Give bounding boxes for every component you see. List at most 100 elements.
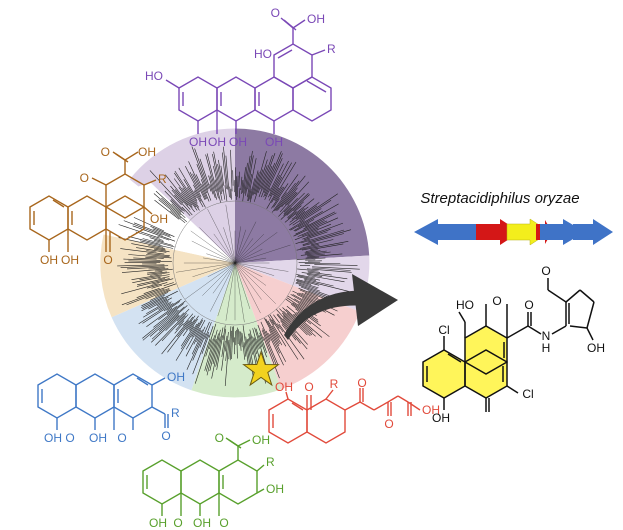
tree-branch	[234, 226, 241, 264]
tree-branch	[191, 240, 236, 264]
tree-branch	[190, 230, 236, 264]
tree-branch	[299, 289, 319, 298]
phylogenetic-tree	[100, 128, 370, 398]
tree-branch	[212, 329, 221, 365]
tree-branch	[158, 199, 182, 219]
tree-branch	[146, 254, 170, 258]
tree-branch	[174, 189, 189, 206]
tree-branch	[164, 190, 185, 212]
tree-branch	[189, 171, 201, 193]
tree-branch	[308, 275, 345, 283]
star-marker	[242, 350, 280, 387]
tree-branch	[300, 251, 331, 256]
tree-branch	[182, 313, 194, 326]
tree-branch	[200, 179, 208, 194]
tree-branch	[234, 257, 267, 264]
tree-branch	[166, 300, 186, 316]
tree-branch	[248, 333, 253, 355]
tree-branch	[285, 298, 319, 323]
tree-branch	[264, 318, 280, 347]
tree-branch	[217, 164, 223, 192]
tree-branch	[275, 180, 300, 211]
tree-branch	[216, 335, 223, 370]
tree-branch	[238, 188, 241, 199]
tree-branch	[224, 185, 228, 202]
tree-branch	[182, 319, 196, 337]
tree-branch	[186, 187, 198, 204]
purple-structure-labels: O OH HO R HO OH OH OH OH	[145, 6, 336, 149]
tree-branch	[265, 330, 271, 341]
tree-branch	[245, 336, 251, 369]
tree-branch	[234, 262, 261, 314]
tree-branch	[141, 296, 169, 312]
tree-branch	[301, 241, 349, 251]
purple-structure	[165, 17, 332, 134]
tree-branch	[301, 223, 332, 237]
tree-branch	[174, 323, 184, 334]
tree-branch	[182, 187, 197, 208]
tree-branch	[137, 278, 165, 286]
tree-branch	[283, 192, 305, 215]
tree-branch	[209, 175, 218, 200]
green-structure-labels: O OH R OH OH O OH O	[149, 431, 284, 530]
tree-branch	[207, 262, 236, 277]
red-label: O	[384, 417, 393, 431]
tree-branch	[126, 266, 165, 270]
tree-branch	[314, 264, 358, 266]
tree-branch	[243, 342, 247, 357]
tree-branch	[307, 253, 343, 258]
tree-branch	[295, 207, 305, 216]
tree-branch	[121, 288, 165, 306]
tree-branch	[273, 162, 292, 196]
tree-branch	[159, 305, 188, 331]
tree-branch	[185, 262, 236, 300]
tree-branch	[289, 220, 305, 231]
tree-branch	[306, 253, 326, 257]
green-label: R	[266, 455, 275, 469]
blue-label: O	[161, 429, 170, 443]
tree-branch	[261, 330, 278, 367]
tree-branch	[300, 286, 330, 298]
blue-label: OH	[44, 431, 62, 445]
tree-branch	[292, 199, 332, 226]
tree-branch	[234, 232, 278, 264]
tree-branch	[307, 271, 332, 276]
tree-branch	[234, 244, 291, 264]
tree-branch	[247, 174, 252, 198]
product-label: HO	[456, 298, 474, 312]
purple-label: HO	[254, 47, 272, 61]
tree-branch	[273, 186, 283, 201]
tree-branch	[296, 281, 318, 290]
tree-branch	[294, 230, 319, 241]
tree-branch	[299, 193, 338, 220]
tree-branch	[147, 253, 170, 257]
tree-branch	[205, 154, 216, 192]
tree-branch	[146, 271, 163, 274]
product-label: O	[492, 294, 501, 308]
tree-branch	[289, 205, 318, 226]
purple-label: R	[327, 42, 336, 56]
tree-branch	[120, 248, 165, 255]
tree-branch	[295, 282, 321, 292]
blue-label: R	[171, 406, 180, 420]
blue-label: OH	[89, 431, 107, 445]
tree-branch	[293, 220, 328, 237]
purple-label: O	[271, 6, 280, 20]
tree-branch	[157, 235, 170, 241]
product-label: OH	[587, 341, 605, 355]
tree-branch	[174, 172, 200, 211]
tree-branch	[242, 162, 248, 202]
tree-branch	[191, 146, 209, 191]
tree-branch	[174, 170, 200, 208]
tree-branch	[234, 262, 245, 323]
tree-branch	[269, 319, 287, 347]
tree-branch	[194, 189, 202, 202]
tree-branch	[146, 300, 169, 314]
tree-branch	[185, 321, 193, 330]
tree-branch	[140, 296, 165, 308]
tree-branch	[153, 248, 170, 253]
tree-branch	[192, 173, 206, 201]
tree-branch	[154, 268, 173, 272]
tree-branch	[165, 312, 185, 331]
green-structure	[142, 437, 265, 516]
